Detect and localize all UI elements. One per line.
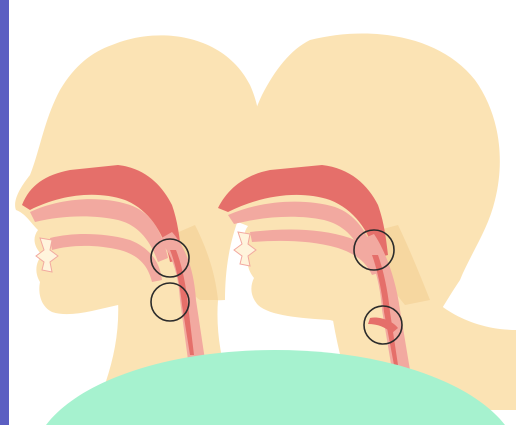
anatomy-figure [0, 0, 516, 425]
illustration-canvas [0, 0, 516, 425]
